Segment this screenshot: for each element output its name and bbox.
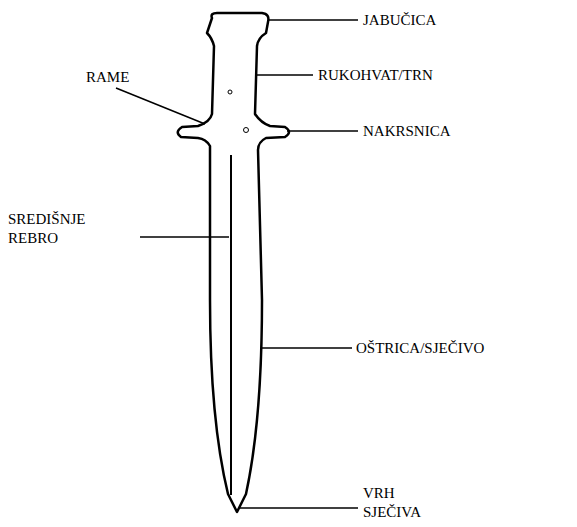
leader-line (116, 88, 205, 124)
part-label: SREDIŠNJE REBRO (8, 210, 123, 248)
part-label: JABUČICA (363, 11, 436, 30)
leader-line (268, 19, 358, 21)
part-label: RUKOHVAT/TRN (318, 66, 433, 85)
leader-line (256, 74, 313, 76)
leader-line (140, 236, 229, 238)
part-label: VRH SJEČIVA (363, 484, 455, 522)
leader-line (287, 130, 358, 132)
rivet (244, 128, 249, 133)
leader-line (261, 347, 352, 349)
leader-line (238, 507, 358, 509)
part-label: NAKRSNICA (363, 122, 451, 141)
part-label: OŠTRICA/SJEČIVO (356, 339, 484, 358)
rivet (228, 90, 232, 94)
leader-lines (116, 20, 358, 508)
part-label: RAME (86, 68, 129, 87)
dagger-outline (178, 13, 289, 512)
midrib-line (230, 155, 232, 495)
